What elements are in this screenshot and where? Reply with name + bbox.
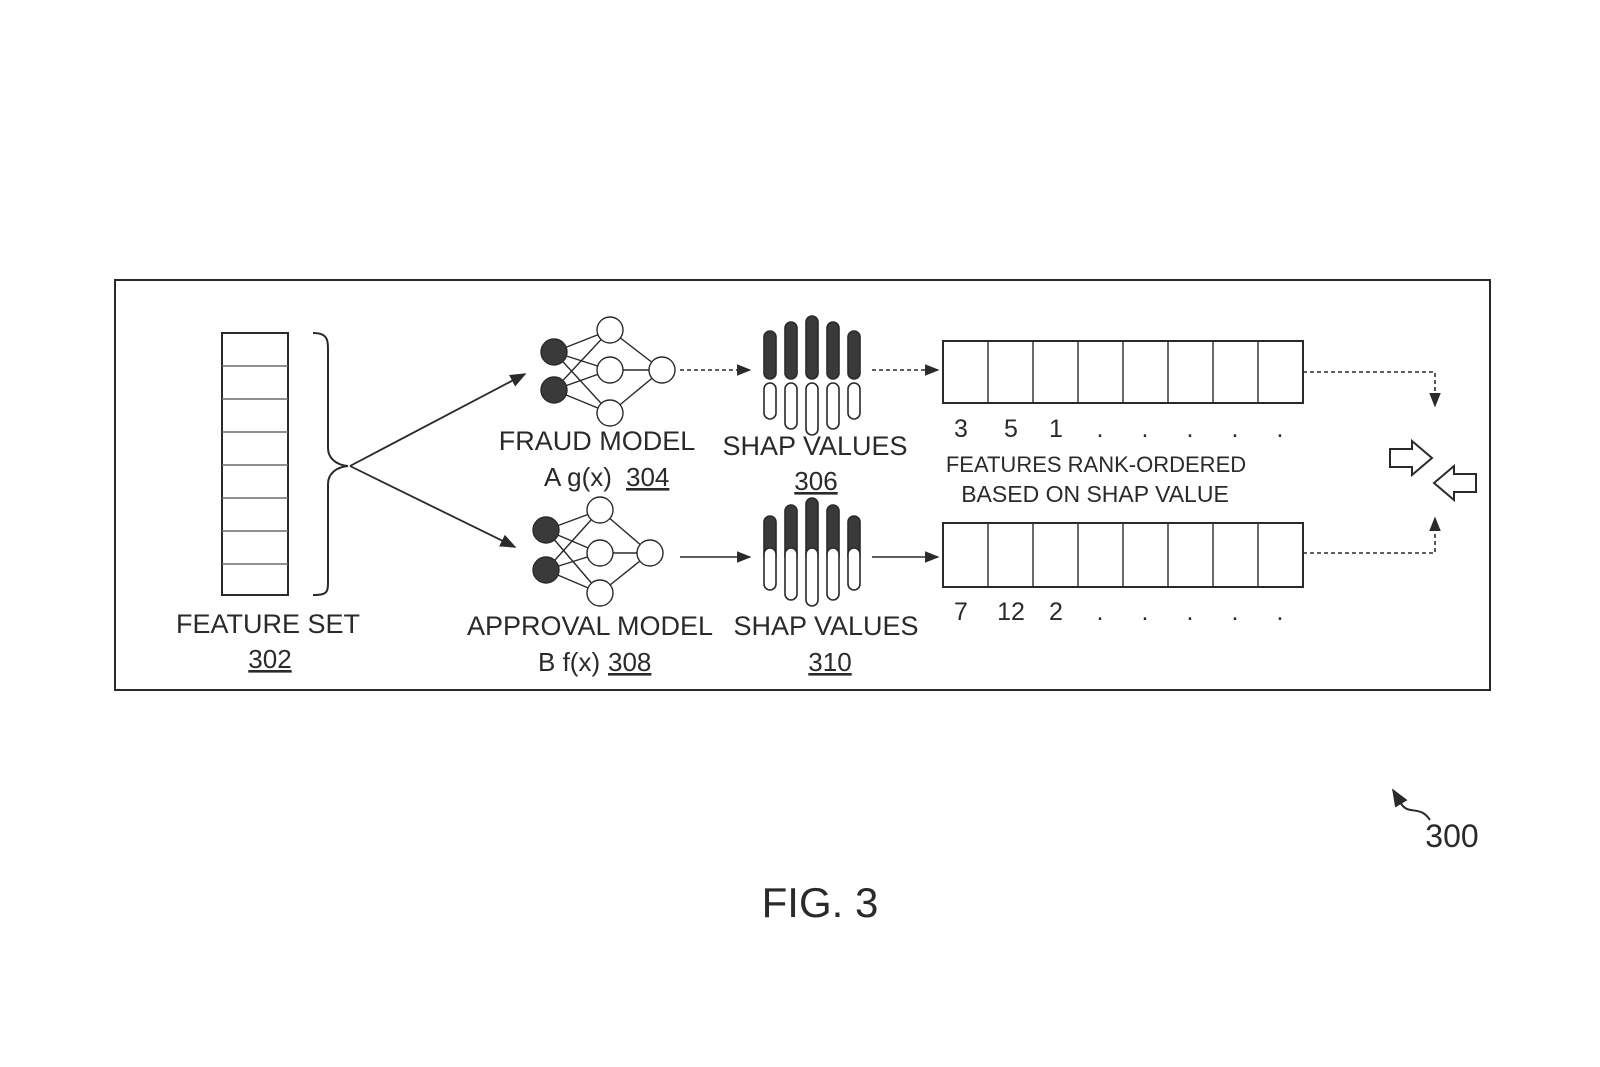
figure-ref-number: 300 [1425,818,1478,854]
shap-values-top-ref: 306 [794,466,837,496]
figure-caption: FIG. 3 [762,879,879,926]
fraud-model-formula: A g(x) [544,462,612,492]
compare-arrows-icon [1389,438,1477,503]
rank-array-bottom [942,522,1304,588]
shap-values-top-label: SHAP VALUES [722,431,907,461]
rank-bottom-value: 7 [954,598,968,626]
rank-bottom-value: . [1277,598,1284,626]
rank-bottom-value: . [1097,598,1104,626]
rank-caption-line2: BASED ON SHAP VALUE [961,481,1229,507]
feature-set-ref: 302 [248,644,291,674]
rank-top-value: . [1277,415,1284,443]
approval-model-formula: B f(x) [538,647,600,677]
feature-set-label: FEATURE SET [176,609,360,639]
rank-top-value: . [1097,415,1104,443]
approval-model-label: APPROVAL MODEL [467,611,713,641]
approval-model-network-icon [532,496,664,607]
rank-bottom-value: . [1142,598,1149,626]
arrow-to-fraud-model [349,373,527,467]
approval-model-ref: 308 [608,647,651,677]
feature-set-column [221,332,289,596]
rank-bottom-value: . [1187,598,1194,626]
rank-top-value: 3 [954,415,968,443]
rank-bottom-value: 2 [1049,598,1063,626]
shap-values-bottom-icon [763,497,861,607]
shap-values-bottom-label: SHAP VALUES [733,611,918,641]
rank-top-value: 1 [1049,415,1063,443]
fraud-model-label: FRAUD MODEL [499,426,696,456]
rank-bottom-value: . [1232,598,1239,626]
rank-caption-line1: FEATURES RANK-ORDERED [946,452,1246,477]
shap-values-top-icon [763,315,861,436]
feature-bracket [312,332,349,596]
rank-top-value: . [1187,415,1194,443]
fraud-model-ref: 304 [626,462,669,492]
rank-array-top [942,340,1304,404]
connector-bottom-to-compare [1303,516,1441,554]
fraud-model-network-icon [540,316,676,427]
connector-top-to-compare [1303,371,1441,408]
arrow-to-approval-model [349,465,517,548]
rank-top-value: . [1232,415,1239,443]
rank-bottom-value: 12 [997,598,1025,626]
figure-ref-arrow [1392,788,1431,821]
rank-top-value: 5 [1004,415,1018,443]
shap-values-bottom-ref: 310 [808,647,851,677]
outer-frame [114,279,1491,691]
rank-top-value: . [1142,415,1149,443]
